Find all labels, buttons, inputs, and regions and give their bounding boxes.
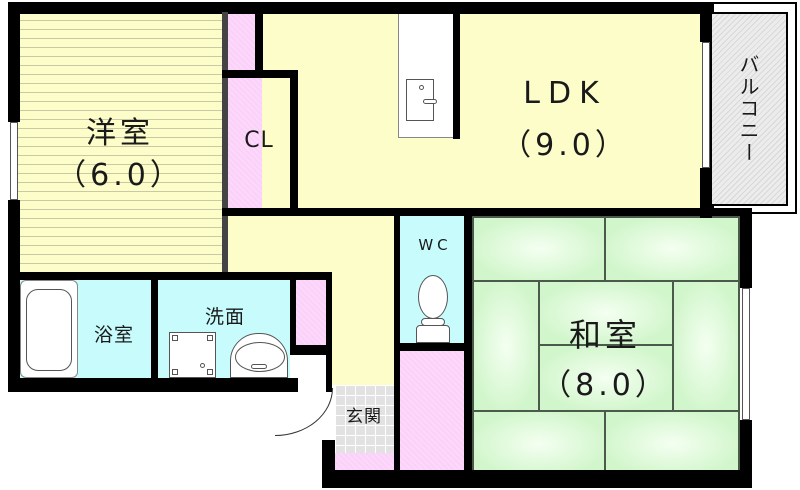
entrance-door-icon bbox=[275, 388, 333, 436]
ldk-room bbox=[262, 12, 702, 210]
toilet-label: WC bbox=[418, 236, 452, 254]
bathtub-icon bbox=[20, 280, 78, 378]
storage bbox=[400, 350, 464, 477]
balcony bbox=[710, 12, 788, 206]
western-room-label: 洋室 bbox=[86, 116, 154, 151]
western-room bbox=[18, 12, 223, 272]
washing-machine-icon bbox=[169, 332, 216, 378]
balcony-label: バルコニー bbox=[736, 54, 760, 164]
washroom-label: 洗面 bbox=[204, 306, 245, 328]
entrance-label: 玄関 bbox=[346, 407, 382, 427]
wall bbox=[8, 2, 708, 14]
basin-icon bbox=[230, 333, 288, 378]
toilet-icon bbox=[416, 275, 450, 343]
east-window bbox=[742, 288, 750, 420]
japanese-room-label: 和室 bbox=[568, 316, 641, 354]
western-closet bbox=[228, 12, 255, 72]
hallway bbox=[228, 216, 394, 276]
bathroom-label: 浴室 bbox=[93, 324, 134, 346]
japanese-room bbox=[472, 216, 740, 478]
sink-icon bbox=[406, 79, 437, 121]
western-room-size: （6.0） bbox=[56, 158, 184, 193]
ldk-label: LDK bbox=[523, 76, 607, 111]
ldk-size: （9.0） bbox=[501, 128, 629, 163]
balcony-window bbox=[702, 42, 710, 168]
entrance bbox=[335, 385, 395, 453]
hallway-lower bbox=[330, 270, 394, 385]
closet-label: CL bbox=[244, 128, 274, 153]
washroom-closet bbox=[294, 280, 326, 345]
west-window bbox=[10, 122, 18, 200]
japanese-room-size: （8.0） bbox=[541, 368, 669, 403]
